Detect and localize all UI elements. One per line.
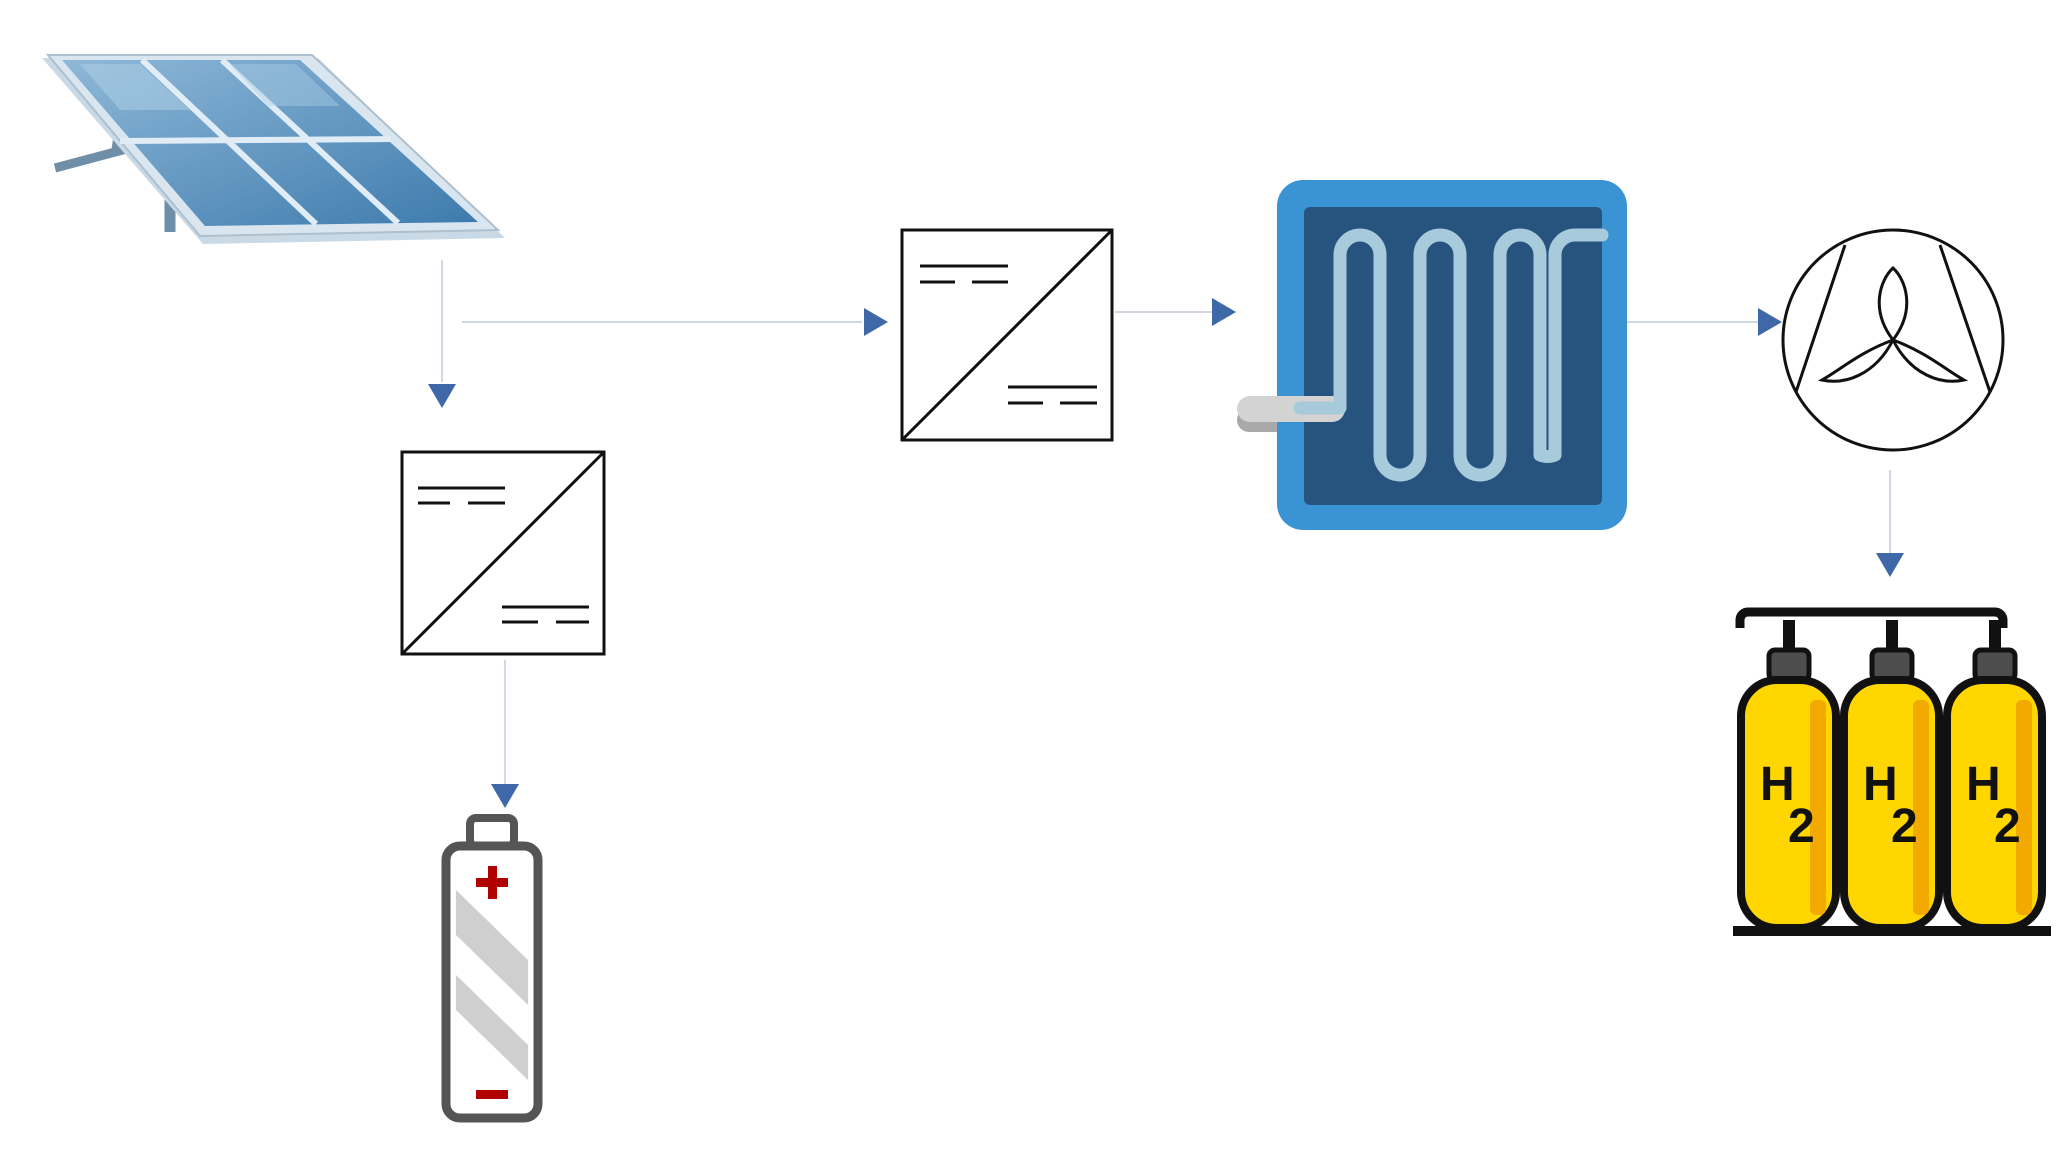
electrolyzer-icon [1237,180,1627,530]
arrow-head [491,784,519,808]
connection-compressor-to-storage [1876,470,1904,577]
tank-label-subscript: 2 [1788,800,1815,853]
tank-label-element: H [1760,758,1795,811]
arrow-head [1876,553,1904,577]
tank-label-subscript: 2 [1994,800,2021,853]
tank-label-element: H [1966,758,2001,811]
connection-solar-to-converter-a [428,260,456,408]
connection-electrolyzer-to-compressor [1625,308,1782,336]
arrow-head [864,308,888,336]
battery-plus-terminal [488,866,497,899]
compressor-icon [1781,228,2005,452]
solar-panel-icon [42,54,505,244]
battery-minus-terminal [476,1090,508,1099]
arrow-head [428,384,456,408]
hydrogen-tanks-icon: H 2 H 2 H 2 [1733,607,2051,936]
connection-converter-b-to-electrolyzer [1115,298,1236,326]
tank-label-subscript: 2 [1891,800,1918,853]
arrow-head [1758,308,1782,336]
battery-icon [441,814,543,1123]
connection-solar-to-converter-b [462,308,888,336]
hydrogen-tank: H 2 [1840,620,1943,932]
hydrogen-tank: H 2 [1943,620,2046,932]
dc-dc-converter-icon [900,228,1114,442]
hydrogen-tank: H 2 [1737,620,1840,932]
connection-converter-a-to-battery [491,660,519,808]
arrow-head [1212,298,1236,326]
dc-dc-converter-icon [400,450,606,656]
tank-label-element: H [1863,758,1898,811]
